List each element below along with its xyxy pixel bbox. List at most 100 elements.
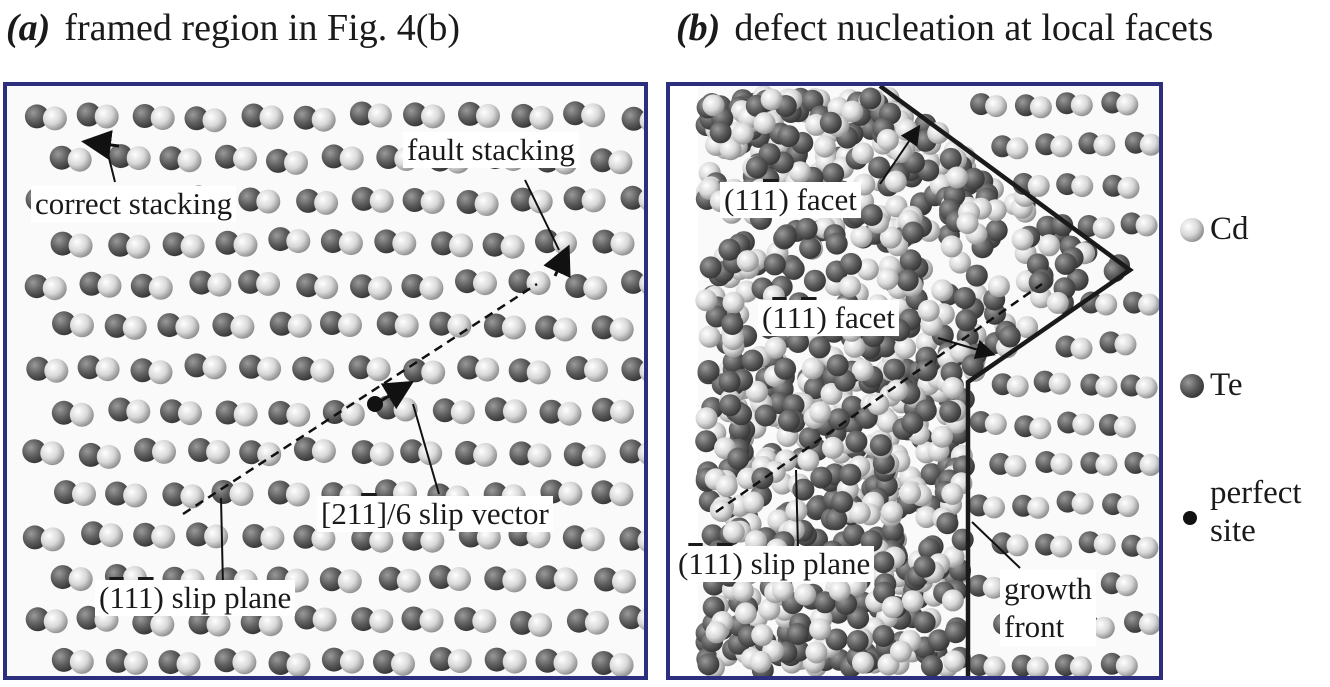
cd-atom-icon: [1180, 218, 1204, 242]
cd-atom: [637, 530, 644, 552]
cd-atom: [391, 651, 415, 676]
cd-atom: [1029, 417, 1052, 440]
slip-vector-leader: [412, 403, 440, 495]
cd-atom: [526, 360, 551, 385]
facet2-close: ) facet: [816, 300, 895, 335]
cd-atom: [180, 234, 205, 259]
cd-atom: [99, 523, 124, 548]
amorphous-cd-atom: [956, 212, 979, 235]
cd-atom: [447, 313, 472, 338]
cd-atom: [68, 233, 93, 258]
cd-atom: [1138, 293, 1159, 316]
amorphous-cd-atom: [899, 249, 922, 272]
cd-atom: [1050, 135, 1073, 158]
facet2-arrow: [937, 337, 996, 360]
cd-atom: [339, 649, 364, 674]
amorphous-cd-atom: [810, 466, 833, 489]
amorphous-te-atom: [840, 252, 862, 275]
cd-atom: [284, 150, 308, 175]
te-atom: [132, 104, 157, 128]
te-atom: [50, 565, 75, 590]
amorphous-te-atom: [846, 630, 869, 652]
cd-atom: [258, 612, 283, 637]
cd-atom: [312, 607, 337, 632]
amorphous-te-atom: [839, 275, 861, 298]
amorphous-te-atom: [965, 264, 988, 287]
cd-atom: [1050, 535, 1073, 558]
panel-b-tag: (b): [676, 7, 721, 49]
cd-atom: [178, 401, 202, 426]
te-atom: [509, 441, 534, 466]
amorphous-cd-atom: [899, 482, 922, 505]
amorphous-te-atom: [931, 279, 954, 302]
amorphous-te-atom: [869, 434, 892, 457]
te-atom: [619, 605, 644, 630]
cd-atom: [421, 360, 446, 385]
te-atom: [348, 355, 373, 380]
amorphous-cd-atom: [803, 269, 826, 292]
amorphous-te-atom: [867, 393, 890, 416]
te-atom: [620, 185, 644, 210]
cd-atom: [339, 146, 364, 171]
amorphous-cd-atom: [809, 401, 832, 424]
cd-atom: [581, 103, 606, 128]
te-atom: [484, 647, 509, 672]
cd-atom: [983, 656, 1006, 676]
amorphous-te-atom: [913, 611, 936, 634]
amorphous-cd-atom: [936, 512, 959, 535]
amorphous-te-atom: [734, 602, 757, 625]
amorphous-te-atom: [868, 156, 891, 179]
te-atom: [535, 315, 560, 340]
correct-stacking-arrow: [81, 130, 120, 160]
amorphous-te-atom: [782, 257, 805, 280]
amorphous-cd-atom: [695, 430, 718, 453]
cd-atom: [1113, 415, 1136, 438]
cd-atom: [449, 233, 474, 258]
panel-b-title: (b)defect nucleation at local facets: [676, 6, 1213, 50]
cd-atom: [1072, 413, 1095, 436]
amorphous-te-atom: [949, 251, 971, 274]
amorphous-te-atom: [787, 331, 809, 353]
te-atom: [188, 610, 213, 635]
te-atom: [22, 525, 47, 550]
te-atom: [162, 482, 187, 507]
cd-atom: [1095, 293, 1118, 316]
cd-atom: [369, 188, 394, 213]
correct-stacking-label: correct stacking: [31, 186, 237, 222]
te-atom: [592, 397, 616, 422]
cd-atom: [151, 524, 176, 549]
te-atom: [591, 315, 616, 340]
cd-atom: [369, 528, 394, 553]
amorphous-cd-atom: [941, 377, 964, 399]
te-atom: [563, 101, 588, 126]
amorphous-te-atom: [695, 289, 718, 312]
te-atom: [296, 188, 321, 213]
facet1-bar: 1: [763, 182, 779, 217]
slip-plane-label: (111) slip plane: [95, 580, 296, 616]
te-atom: [105, 648, 130, 673]
cd-atom: [639, 111, 644, 131]
cd-atom: [311, 107, 336, 132]
cd-atom: [528, 612, 553, 637]
amorphous-te-atom: [998, 325, 1021, 348]
cd-atom: [230, 314, 255, 339]
te-atom: [157, 313, 182, 338]
cd-atom: [580, 527, 605, 552]
cd-atom: [126, 399, 151, 424]
cd-atom: [1092, 616, 1115, 639]
te-atom: [50, 231, 75, 256]
amorphous-te-atom: [758, 598, 781, 621]
te-atom: [456, 190, 481, 214]
amorphous-te-atom: [745, 156, 768, 179]
amorphous-cd-atom: [915, 359, 938, 382]
te-atom: [511, 103, 536, 128]
amorphous-cd-atom: [852, 651, 874, 674]
te-atom: [457, 355, 482, 380]
legend-symbols: [1180, 218, 1204, 525]
amorphous-cd-atom: [859, 87, 882, 110]
te-atom: [184, 353, 209, 378]
te-atom-icon: [1180, 374, 1204, 398]
amorphous-te-atom: [941, 589, 964, 612]
te-atom: [241, 103, 266, 128]
